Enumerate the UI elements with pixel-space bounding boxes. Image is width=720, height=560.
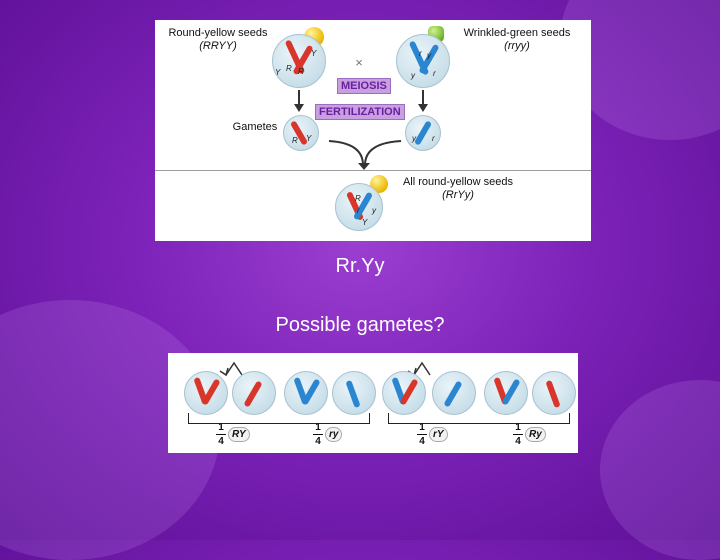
bracket bbox=[388, 413, 570, 424]
gamete-cell-Ry bbox=[484, 371, 528, 415]
allele-label: Y bbox=[306, 134, 312, 143]
arrow-head-icon bbox=[418, 104, 428, 112]
parent-left-label: Round-yellow seeds (RRYY) bbox=[168, 27, 268, 52]
allele-label: R bbox=[355, 194, 361, 203]
gamete-genotype: Ry bbox=[525, 427, 546, 442]
parent-right-label: Wrinkled-green seeds (rryy) bbox=[463, 27, 571, 52]
gamete-genotype: RY bbox=[228, 427, 250, 442]
gamete-cell-left: R Y bbox=[283, 115, 319, 151]
merge-arrow bbox=[328, 140, 402, 170]
allele-label: y bbox=[411, 71, 415, 80]
genotype-heading: Rr.Yy bbox=[335, 255, 385, 277]
meiosis-label: MEIOSIS bbox=[337, 78, 391, 94]
cross-symbol: × bbox=[355, 55, 363, 70]
gamete-cell-rY bbox=[382, 371, 426, 415]
allele-label: y bbox=[427, 51, 431, 60]
gamete-cell-ry bbox=[284, 371, 328, 415]
gamete-cell-RY bbox=[184, 371, 228, 415]
gamete-genotype: rY bbox=[429, 427, 448, 442]
allele-label: r bbox=[432, 134, 435, 143]
allele-label: y bbox=[412, 134, 416, 143]
gamete-cell-extra bbox=[232, 371, 276, 415]
offspring-label: All round-yellow seeds (RrYy) bbox=[402, 176, 514, 201]
chromosome-recessive bbox=[345, 379, 361, 409]
split-arrows bbox=[219, 361, 431, 377]
arrow-down bbox=[298, 90, 300, 104]
allele-label: Y bbox=[311, 49, 317, 58]
chromosome-dominant bbox=[243, 380, 263, 408]
allele-label: r bbox=[433, 69, 436, 78]
allele-label: r bbox=[419, 49, 422, 58]
allele-label: R bbox=[286, 64, 292, 73]
allele-label: r bbox=[357, 206, 360, 215]
chromosome-recessive bbox=[443, 380, 463, 408]
gamete-cell-extra bbox=[432, 371, 476, 415]
inheritance-diagram: Round-yellow seeds (RRYY) Wrinkled-green… bbox=[155, 20, 591, 241]
gamete-cell-extra bbox=[532, 371, 576, 415]
allele-label: y bbox=[372, 206, 376, 215]
gamete-genotype: ry bbox=[325, 427, 343, 442]
allele-label: R bbox=[292, 136, 298, 145]
gamete-cell-extra bbox=[332, 371, 376, 415]
gametes-label: Gametes bbox=[232, 121, 278, 133]
arrow-down bbox=[422, 90, 424, 104]
parent-cell-right: r y r y bbox=[396, 34, 450, 88]
arrow-head-icon bbox=[294, 104, 304, 112]
offspring-cell: R r y Y bbox=[335, 183, 383, 231]
chromosome-recessive bbox=[413, 120, 433, 146]
question-heading: Possible gametes? bbox=[275, 314, 445, 336]
bracket bbox=[188, 413, 370, 424]
divider bbox=[155, 170, 591, 171]
chromosome-dominant bbox=[545, 379, 561, 409]
background-swirl bbox=[600, 380, 720, 560]
allele-label: Y bbox=[362, 218, 368, 227]
allele-label: Y bbox=[275, 68, 281, 77]
fertilization-label: FERTILIZATION bbox=[315, 104, 405, 120]
parent-cell-left: Y R R Y bbox=[272, 34, 326, 88]
allele-label: R bbox=[298, 67, 304, 76]
gamete-cell-right: y r bbox=[405, 115, 441, 151]
